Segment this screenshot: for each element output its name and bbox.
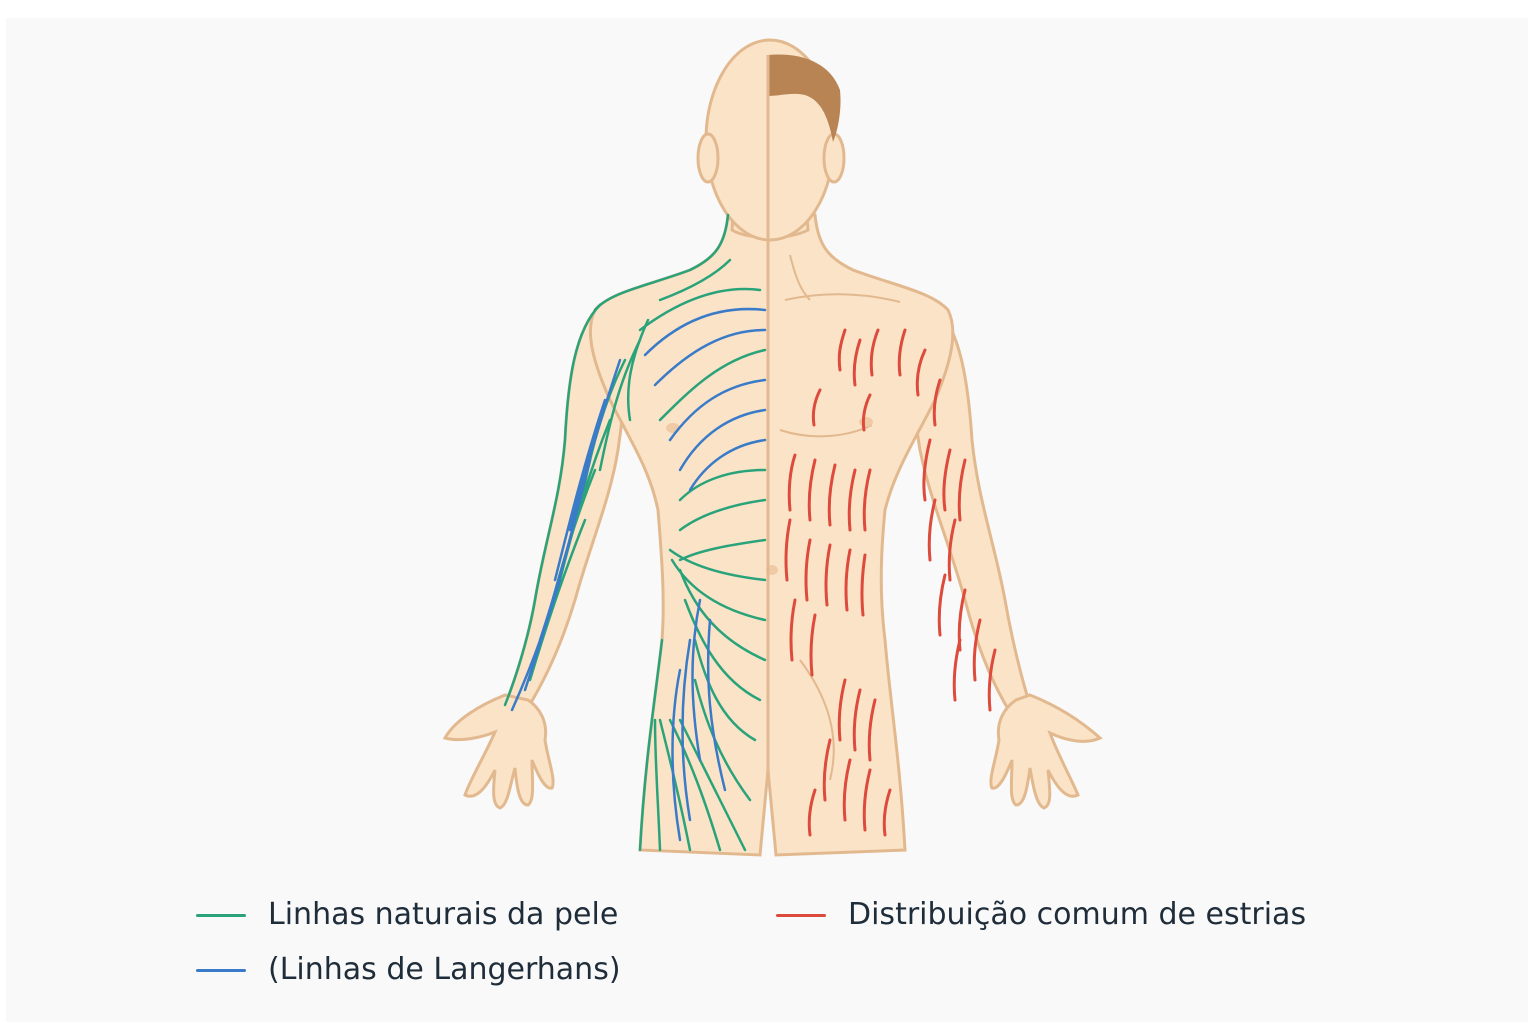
stretch-marks bbox=[784, 328, 997, 837]
natural-lines-label: Linhas naturais da pele bbox=[268, 897, 619, 932]
langer-lines-swatch bbox=[196, 968, 246, 972]
legend-natural-lines: Linhas naturais da pele bbox=[196, 900, 618, 930]
natural-lines-swatch bbox=[196, 913, 246, 917]
langer-lines-label: (Linhas de Langerhans) bbox=[268, 952, 621, 987]
body-illustration bbox=[442, 38, 1103, 857]
langer-lines bbox=[510, 307, 767, 842]
natural-skin-lines bbox=[503, 213, 767, 852]
stretch-marks-swatch bbox=[776, 913, 826, 917]
legend-stretch-marks: Distribuição comum de estrias bbox=[776, 900, 1306, 930]
legend-langer-lines: (Linhas de Langerhans) bbox=[196, 955, 621, 985]
stretch-marks-label: Distribuição comum de estrias bbox=[848, 897, 1307, 932]
body-silhouette bbox=[442, 38, 1103, 857]
